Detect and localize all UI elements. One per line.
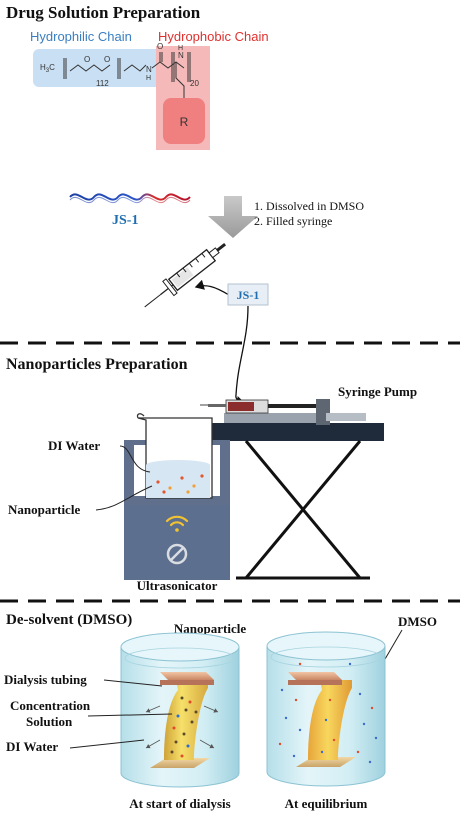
hydrophilic-chain-label: Hydrophilic Chain [30,29,132,44]
carbonyl-o: O [157,42,163,51]
section-title-drug: Drug Solution Preparation [6,3,201,22]
r-group-box [163,98,205,144]
js1-box-label: JS-1 [237,288,260,302]
nanoparticle-pointer [95,485,153,511]
di-water-label: DI Water [48,438,100,453]
oxygen-2: O [104,55,110,64]
diffusion-arrows [145,705,219,749]
at-equilibrium-label: At equilibrium [285,796,368,811]
syringe-pump-label: Syringe Pump [338,384,417,399]
hydrophobic-chain-label: Hydrophobic Chain [158,29,269,44]
nanoparticle-dots [156,474,204,494]
n20-subscript: 20 [190,79,199,88]
js1-molecule [69,193,191,204]
section-title-nano: Nanoparticles Preparation [6,356,188,373]
step-1-text: 1. Dissolved in DMSO [254,199,364,213]
step-2-text: 2. Filled syringe [254,214,332,228]
dmso-dots [278,662,378,764]
ultrasonicator-label: Ultrasonicator [137,578,218,593]
h3c-text: H3C [40,63,55,74]
dialysis-cylinder-start [120,632,240,788]
di-water-label-2: DI Water [6,739,58,754]
js1-pointer [194,279,230,296]
syringe-icon [144,242,227,308]
power-icon [166,543,188,565]
di-water-pointer-2 [69,739,145,749]
di-water-pointer [119,445,151,473]
nanoparticle-label: Nanoparticle [8,502,80,517]
nh-text: N [146,65,152,74]
syringe-pump [200,399,384,441]
nh-h-text: H [146,75,151,82]
dialysis-tubing-label: Dialysis tubing [4,672,87,687]
n-top-h: H [178,45,183,52]
dialysis-cylinder-equilibrium [266,631,386,787]
dialysis-tubing-pointer [103,679,163,687]
beaker [136,413,213,499]
dialysis-particles-start [170,696,198,758]
js1-to-pump-arrow [235,305,249,407]
r-group-label: R [180,115,189,129]
concentration-label: Concentration [10,698,91,713]
js1-label: JS-1 [112,213,138,228]
section-title-desolvent: De-solvent (DMSO) [6,612,132,628]
dmso-label: DMSO [398,614,437,629]
solution-label: Solution [26,714,73,729]
oxygen-1: O [84,55,90,64]
n112-subscript: 112 [96,79,109,88]
n-top: N [178,51,184,60]
process-arrow [208,196,258,238]
at-start-label: At start of dialysis [129,796,230,811]
pump-stand [236,440,370,580]
js1-box [227,283,269,306]
concentration-pointer [87,713,173,717]
polymer-structure [63,52,191,98]
nanoparticle-label-2: Nanoparticle [174,621,246,636]
wifi-icon [165,515,189,532]
